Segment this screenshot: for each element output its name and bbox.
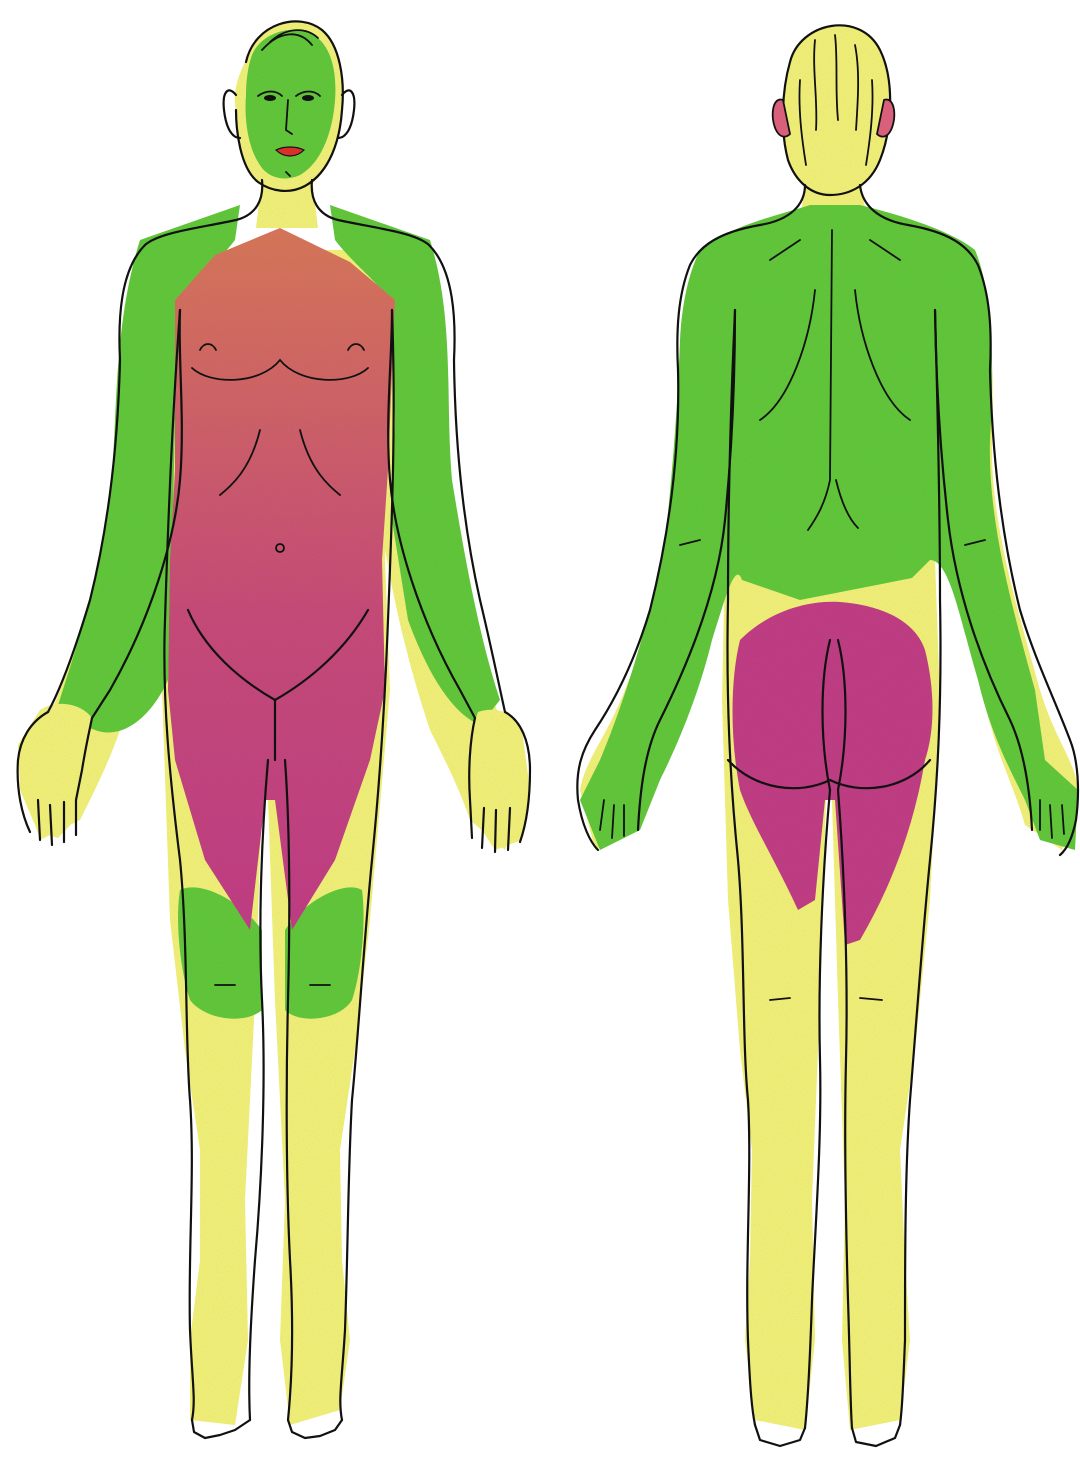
- back-view: [577, 25, 1078, 1446]
- front-view: [18, 20, 530, 1438]
